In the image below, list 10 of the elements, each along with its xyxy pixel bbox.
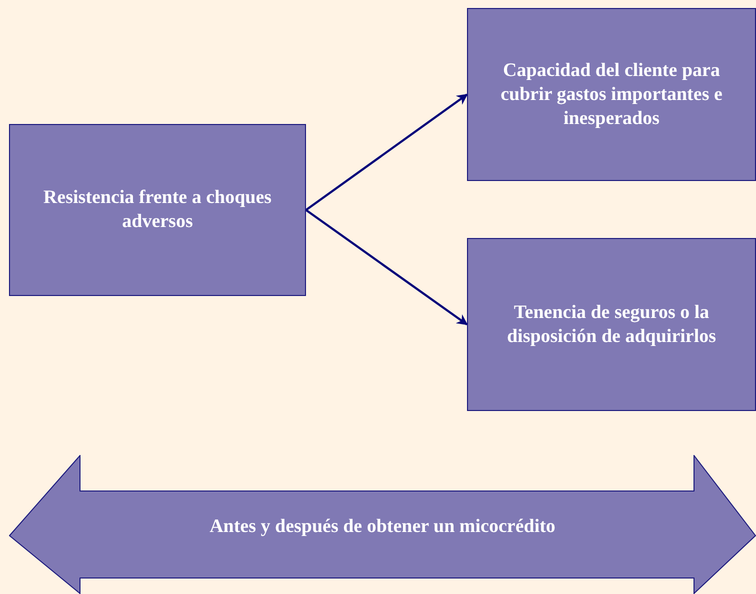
- node-label: Antes y después de obtener un micocrédito: [210, 515, 556, 539]
- process-box: [467, 8, 756, 181]
- process-box: [9, 124, 306, 296]
- arrow: [305, 94, 468, 211]
- node-label: Resistencia frente a choques adversos: [42, 186, 273, 234]
- process-box: [467, 238, 756, 411]
- double-arrow-shape: [9, 455, 756, 594]
- arrow: [305, 209, 468, 326]
- node-label: Tenencia de seguros o la disposición de adquirirlos: [506, 300, 718, 348]
- node-label: Capacidad del cliente para cubrir gastos importantes e inesperados: [500, 58, 724, 130]
